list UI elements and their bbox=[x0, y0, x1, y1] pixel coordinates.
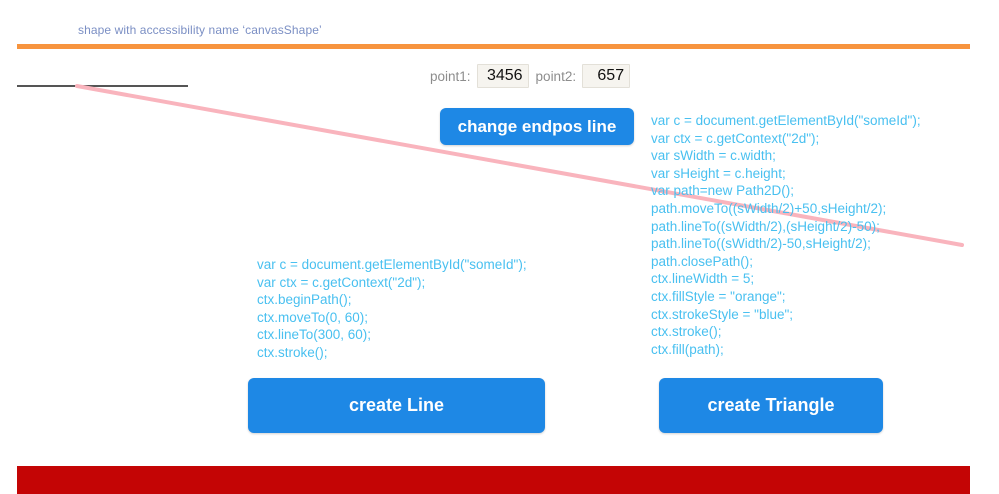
canvas-black-line bbox=[17, 85, 188, 87]
code-line: path.moveTo((sWidth/2)+50,sHeight/2); bbox=[651, 200, 887, 216]
points-row: point1: point2: bbox=[430, 64, 631, 88]
code-line: ctx.fill(path); bbox=[651, 341, 724, 357]
point2-label: point2: bbox=[535, 68, 577, 84]
point1-label: point1: bbox=[430, 68, 471, 84]
code-line: ctx.lineTo(300, 60); bbox=[257, 327, 372, 343]
code-line: path.lineTo((sWidth/2)-50,sHeight/2); bbox=[651, 236, 871, 252]
code-line: var path=new Path2D(); bbox=[651, 183, 794, 199]
code-line: var ctx = c.getContext("2d"); bbox=[651, 130, 820, 146]
code-line: ctx.strokeStyle = "blue"; bbox=[651, 306, 794, 322]
code-snippet-triangle: var c = document.getElementById("someId"… bbox=[651, 112, 921, 358]
point1-input[interactable] bbox=[476, 64, 529, 88]
code-line: var c = document.getElementById("someId"… bbox=[651, 113, 921, 128]
code-line: var c = document.getElementById("someId"… bbox=[257, 257, 527, 272]
code-line: ctx.lineWidth = 5; bbox=[651, 271, 755, 287]
orange-divider bbox=[17, 44, 970, 49]
create-triangle-button[interactable]: create Triangle bbox=[659, 378, 883, 433]
code-snippet-line: var c = document.getElementById("someId"… bbox=[257, 256, 527, 362]
code-line: path.closePath(); bbox=[651, 253, 754, 269]
change-endpos-line-button[interactable]: change endpos line bbox=[440, 108, 634, 145]
page-caption: shape with accessibility name ‘canvasSha… bbox=[78, 23, 322, 37]
code-line: ctx.stroke(); bbox=[651, 324, 722, 340]
point2-input[interactable] bbox=[582, 64, 631, 88]
code-line: path.lineTo((sWidth/2),(sHeight/2)-50); bbox=[651, 218, 880, 234]
code-line: ctx.stroke(); bbox=[257, 344, 328, 360]
code-line: var sWidth = c.width; bbox=[651, 148, 776, 164]
bottom-red-bar bbox=[17, 466, 970, 494]
create-line-button[interactable]: create Line bbox=[248, 378, 545, 433]
code-line: var ctx = c.getContext("2d"); bbox=[257, 274, 426, 290]
code-line: var sHeight = c.height; bbox=[651, 165, 786, 181]
code-line: ctx.fillStyle = "orange"; bbox=[651, 288, 786, 304]
code-line: ctx.moveTo(0, 60); bbox=[257, 309, 369, 325]
code-line: ctx.beginPath(); bbox=[257, 292, 352, 308]
